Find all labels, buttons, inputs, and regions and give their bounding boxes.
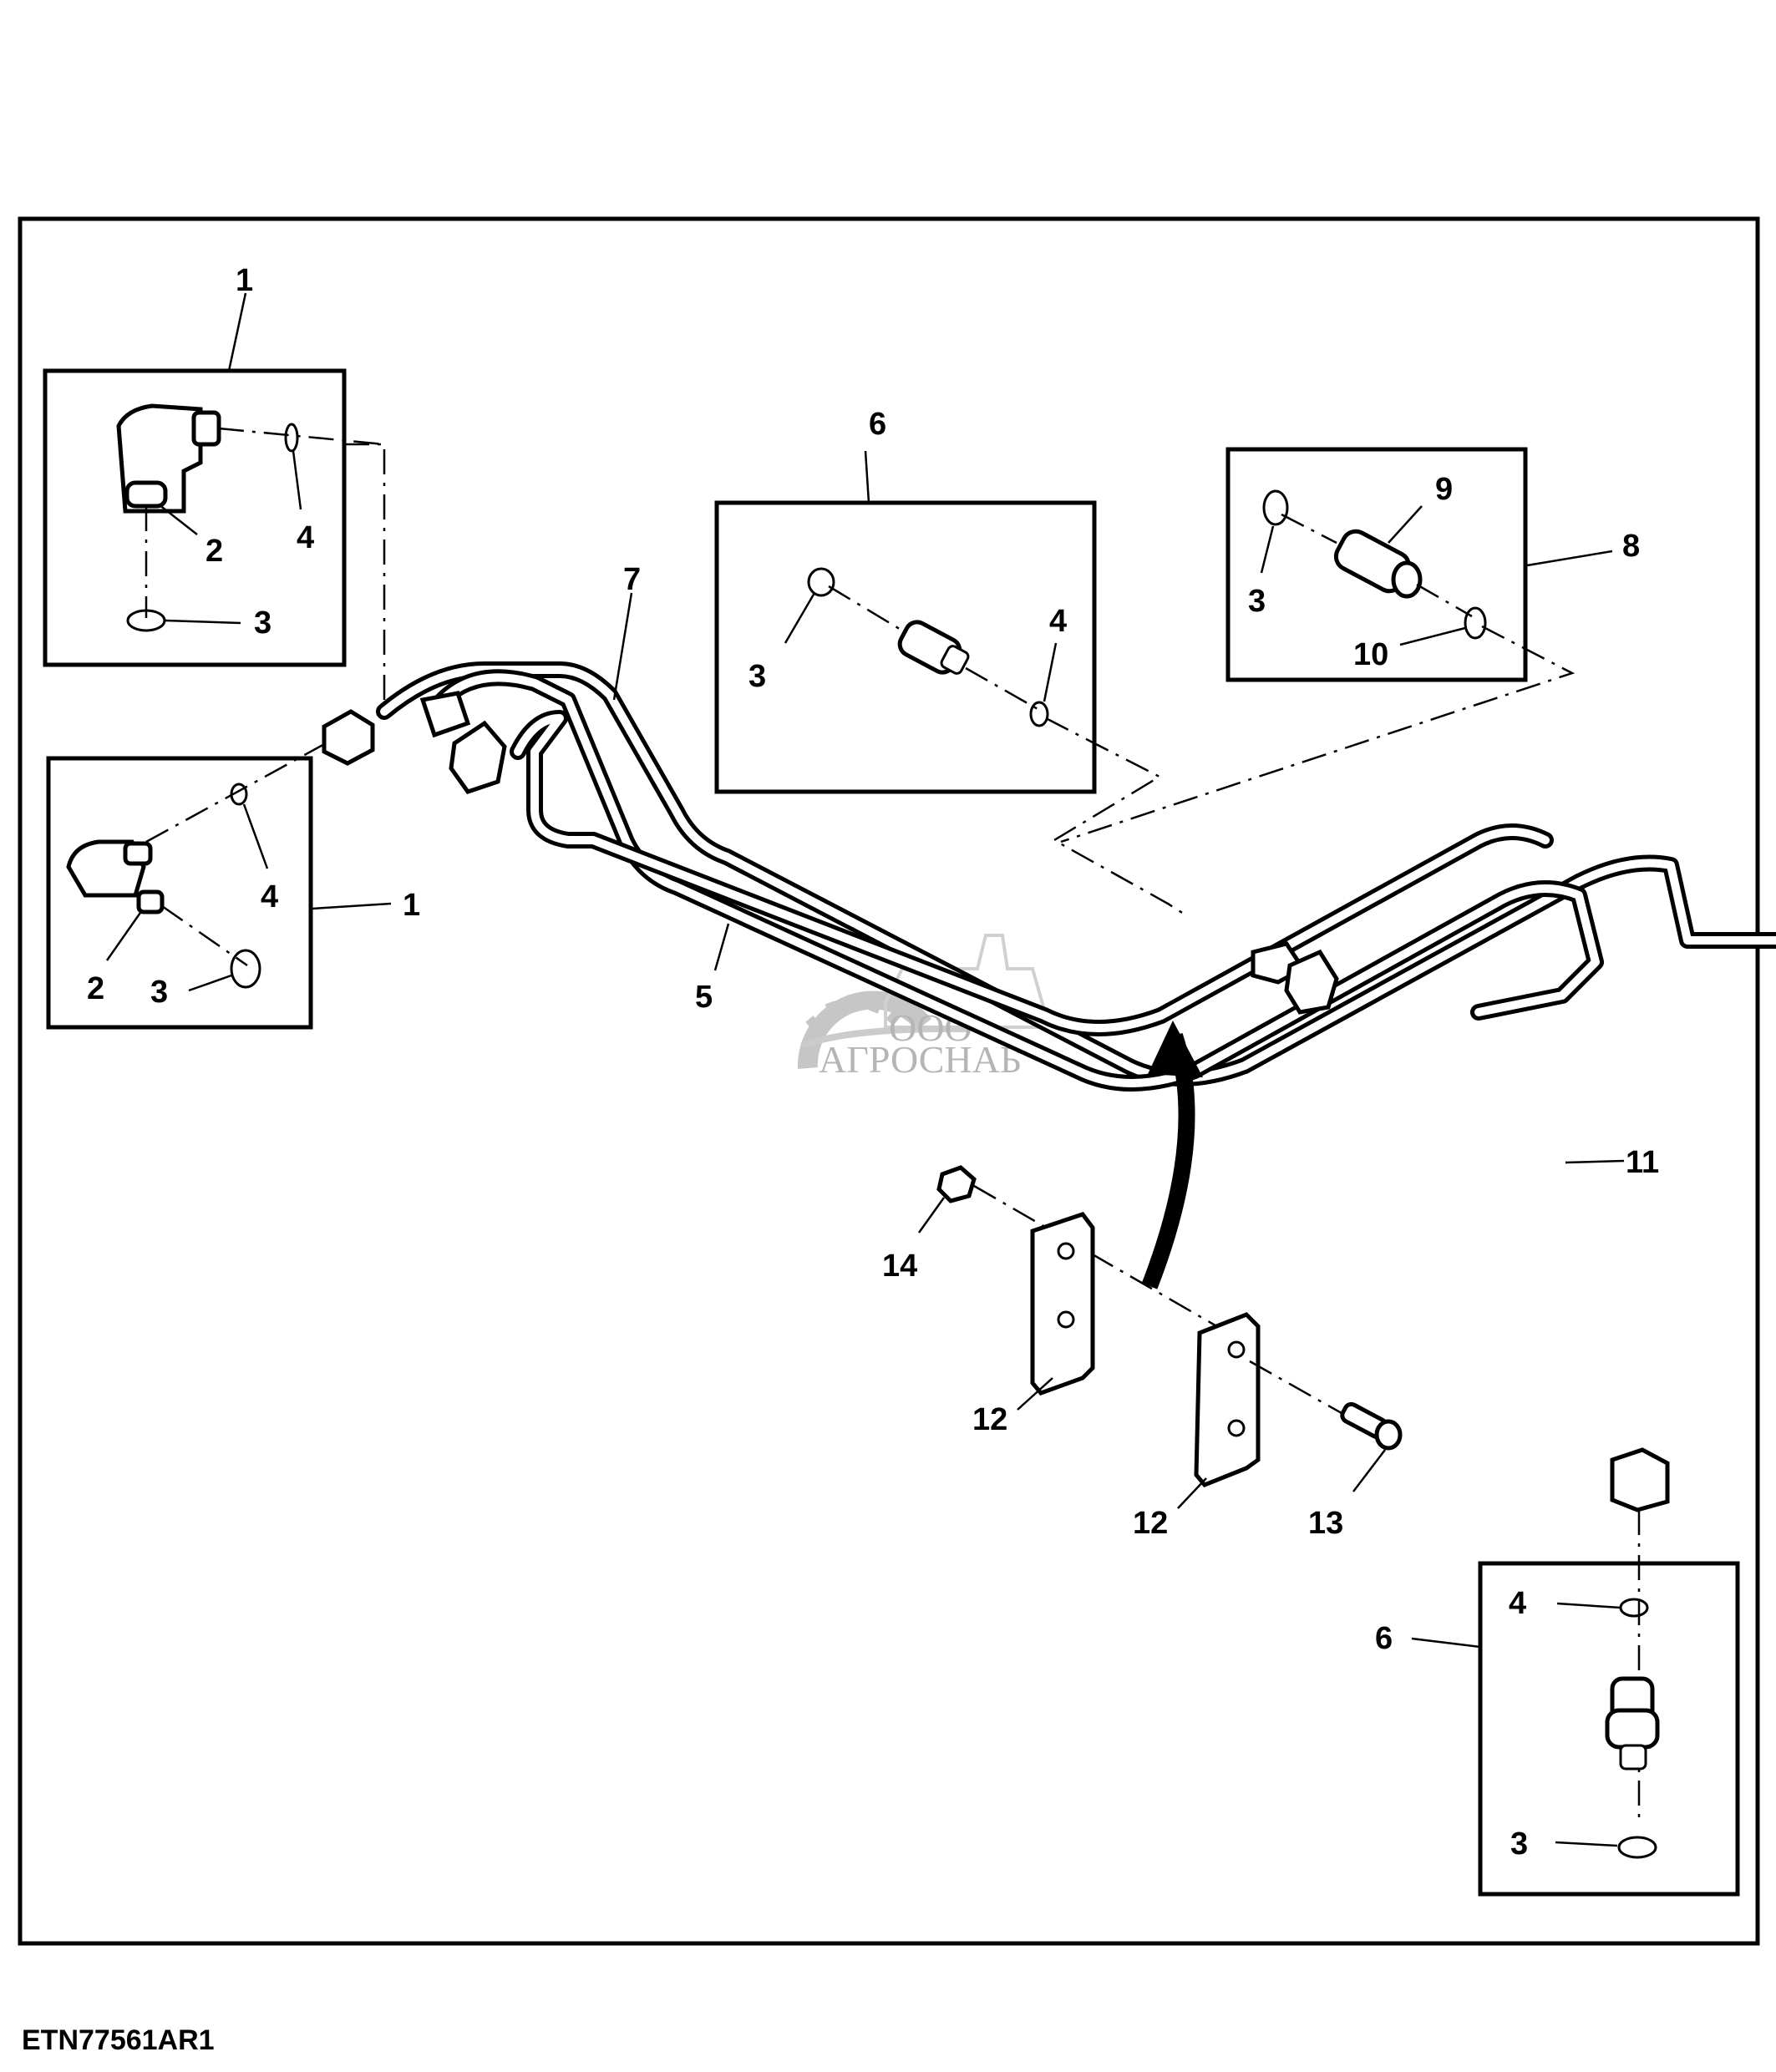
callout-1-top: 1 — [236, 263, 253, 298]
tube-nut-center — [419, 691, 507, 794]
callout-5: 5 — [695, 980, 713, 1015]
elbow-fitting-top — [116, 403, 221, 514]
straight-fitting-bottom — [1605, 1676, 1660, 1771]
callout-3-top: 3 — [254, 605, 271, 641]
nut-14 — [936, 1165, 977, 1203]
o-ring-3-box6 — [807, 567, 835, 597]
detail-box-8 — [1225, 447, 1528, 682]
callout-13: 13 — [1308, 1506, 1343, 1541]
callout-2-top: 2 — [206, 534, 223, 569]
tube-nut-right — [1251, 941, 1339, 1015]
callout-8: 8 — [1622, 529, 1640, 564]
callout-11: 11 — [1626, 1145, 1659, 1180]
callout-3-box8: 3 — [1248, 584, 1266, 619]
o-ring-4-box6 — [1029, 701, 1049, 727]
callout-4-mid: 4 — [261, 879, 278, 914]
detail-box-1-top — [43, 368, 347, 667]
o-ring-4-top — [284, 423, 299, 453]
detail-box-6-top — [714, 500, 1097, 794]
callout-6-bottom: 6 — [1375, 1621, 1393, 1656]
clamp-half-12b — [1194, 1312, 1261, 1487]
callout-12-a: 12 — [972, 1402, 1007, 1437]
callout-4-bottom: 4 — [1509, 1586, 1526, 1621]
figure-id: ETN77561AR1 — [22, 2024, 215, 2056]
o-ring-10 — [1464, 606, 1487, 640]
o-ring-4-bottom — [1619, 1598, 1649, 1618]
elbow-fitting-mid — [66, 839, 165, 914]
tube-nut-left — [322, 709, 375, 766]
bolt-13 — [1340, 1401, 1403, 1451]
straight-fitting-9 — [1333, 529, 1423, 599]
callout-12-b: 12 — [1133, 1506, 1168, 1541]
callout-10: 10 — [1353, 637, 1388, 672]
callout-3-box6: 3 — [748, 659, 766, 694]
callout-4-box6: 4 — [1049, 604, 1067, 639]
o-ring-4-mid — [230, 783, 248, 806]
callout-9: 9 — [1435, 472, 1453, 507]
diagram-frame — [18, 216, 1760, 1946]
clamp-half-12a — [1030, 1212, 1095, 1396]
callout-7: 7 — [623, 562, 641, 597]
callout-14: 14 — [882, 1249, 917, 1284]
tube-nut-bottom — [1610, 1447, 1670, 1512]
callout-2-mid: 2 — [87, 971, 104, 1006]
o-ring-3-top — [126, 609, 166, 632]
callout-3-bottom: 3 — [1510, 1826, 1528, 1862]
o-ring-3-bottom — [1617, 1836, 1657, 1859]
fuel-line-tubes — [376, 661, 1776, 1092]
detail-box-6-bottom — [1478, 1561, 1740, 1897]
o-ring-3-box8 — [1262, 489, 1289, 526]
callout-1-mid: 1 — [403, 888, 420, 923]
detail-box-1-mid — [46, 756, 313, 1030]
callout-3-mid: 3 — [150, 975, 168, 1010]
callout-6-top: 6 — [869, 407, 886, 442]
curved-arrow — [1141, 1021, 1203, 1289]
o-ring-3-mid — [230, 949, 261, 989]
watermark-name: АГРОСНАБ — [819, 1038, 1022, 1081]
straight-fitting-box6 — [897, 620, 970, 675]
watermark-logo: ООО АГРОСНАБ — [797, 934, 1052, 1081]
callout-4-top: 4 — [297, 520, 314, 555]
